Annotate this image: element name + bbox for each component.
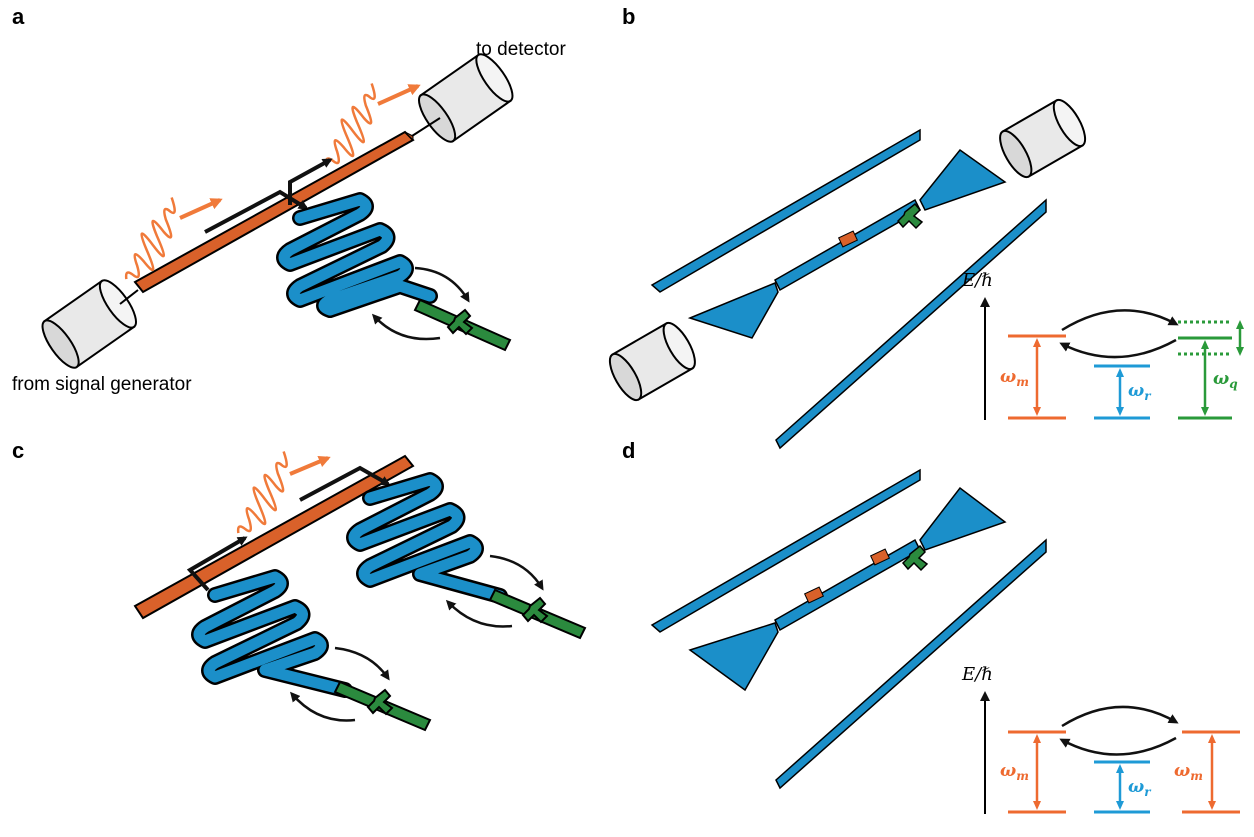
microwave-pulse-icon [236,451,331,534]
taper-left-d [688,622,779,692]
taper-left [687,282,779,339]
energy-axis-label-d: E/ℏ [961,664,993,685]
ground-plane-lower [775,198,1047,450]
microwave-pulse-icon [324,83,421,166]
waveguide-c [133,454,415,620]
josephson-junction-icon [901,544,929,572]
coax-connector-icon [41,279,137,369]
center-conductor-d [774,538,921,632]
ground-plane-upper [650,128,921,293]
josephson-junction-icon [413,298,512,352]
to-detector-label: to detector [476,39,566,60]
panel-c-letter: c [12,438,24,463]
energy-axis-label-b: E/ℏ [961,270,993,291]
microwave-pulse-icon [124,197,223,280]
output-path-arrow [288,158,333,205]
omega-m-label-d-right: ωm [1174,761,1203,783]
panel-b: b E/ℏ ωm ωr [608,4,1244,450]
ground-plane-upper-d [650,468,921,633]
input-path-arrow [204,189,309,234]
omega-q-label-b: ωq [1213,369,1238,391]
josephson-junction-icon [488,588,587,640]
mechanical-resonator-d1 [803,586,825,604]
omega-m-label-b: ωm [1000,367,1029,389]
panel-a-letter: a [12,4,25,29]
omega-m-label-d-left: ωm [1000,761,1029,783]
from-generator-label: from signal generator [12,374,192,395]
mechanical-resonator-d2 [869,548,891,566]
coax-connector-icon [999,98,1087,179]
josephson-junction-icon [333,680,432,732]
waveguide-a [133,130,415,294]
panel-a: a [12,4,566,395]
taper-right-d [919,486,1007,551]
coax-connector-icon [418,53,514,143]
mechanical-resonator [837,230,859,248]
panel-d: d E/ℏ ωm ωr ωm [622,438,1240,814]
omega-r-label-b: ωr [1128,381,1152,403]
coax-connector-icon [608,321,696,402]
panel-d-letter: d [622,438,635,463]
omega-r-label-d: ωr [1128,777,1152,799]
panel-c: c [12,438,587,732]
taper-right [919,148,1007,211]
ground-plane-lower-d [775,538,1047,790]
panel-b-letter: b [622,4,635,29]
josephson-junction-icon [896,202,924,230]
